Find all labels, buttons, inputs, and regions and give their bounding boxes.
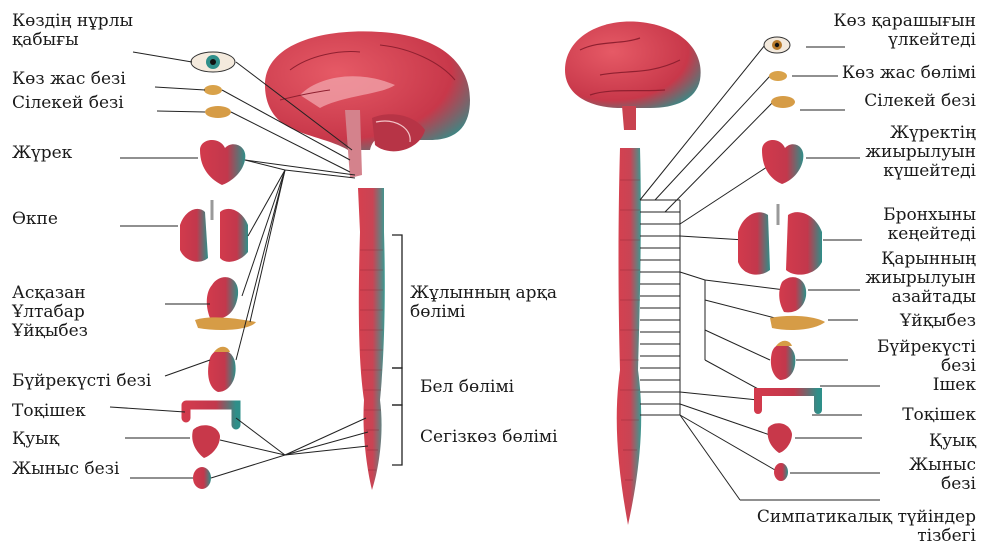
right-salivary-gland-icon — [771, 96, 795, 108]
right-gonad-icon — [774, 463, 788, 481]
label-iris: Көздің нұрлы қабығы — [12, 12, 133, 50]
right-lungs-icon — [738, 204, 822, 275]
right-eye-icon — [764, 37, 790, 53]
label-lacrimal-gland-left: Көз жас безі — [12, 70, 126, 89]
left-eye-icon — [191, 52, 235, 72]
label-lungs-left: Өкпе — [12, 210, 58, 229]
label-colon-left: Тоқішек — [12, 402, 86, 421]
spine-brackets — [392, 235, 402, 465]
label-heart-left: Жүрек — [12, 144, 72, 163]
left-lungs-icon — [180, 200, 248, 262]
left-gonad-icon — [193, 467, 211, 489]
label-lacrimal-right: Көз жас бөлімі — [842, 64, 976, 83]
label-sacral-section: Сегізкөз бөлімі — [420, 428, 558, 447]
left-heart-icon — [200, 140, 245, 185]
right-brain-icon — [565, 21, 701, 130]
label-adrenal-right: Бүйрекүсті безі — [877, 338, 976, 376]
label-bronchi-right: Бронхыны кеңейтеді — [883, 206, 976, 244]
label-pupil-dilation: Көз қарашығын үлкейтеді — [833, 12, 976, 50]
label-intestine-right: Ішек — [933, 376, 976, 395]
label-thoracic-section: Жұлынның арқа бөлімі — [410, 284, 557, 322]
right-heart-icon — [762, 140, 803, 184]
right-kidney-icon — [771, 341, 795, 380]
label-heart-right: Жүректің жиырылуын күшейтеді — [865, 124, 976, 181]
label-stomach-group-left: Асқазан Ұлтабар Ұйқыбез — [12, 284, 88, 341]
right-spinal-cord-icon — [617, 148, 641, 525]
right-pancreas-icon — [770, 316, 825, 330]
label-bladder-right: Қуық — [929, 432, 976, 451]
left-bladder-icon — [192, 425, 220, 458]
left-lacrimal-gland-icon — [204, 85, 222, 95]
label-stomach-right: Қарынның жиырылуын азайтады — [865, 250, 976, 307]
label-pancreas-right: Ұйқыбез — [900, 312, 976, 331]
right-lacrimal-gland-icon — [769, 71, 787, 81]
right-intestine-icon — [758, 392, 818, 430]
label-gonad-right: Жыныс безі — [909, 456, 976, 494]
label-lumbar-section: Бел бөлімі — [420, 378, 514, 397]
right-stomach-icon — [779, 277, 806, 312]
label-salivary-right: Сілекей безі — [864, 92, 976, 111]
left-leader-lines — [110, 52, 210, 478]
label-adrenal-left: Бүйрекүсті безі — [12, 372, 151, 391]
left-brain-icon — [265, 31, 470, 178]
label-bladder-left: Қуық — [12, 430, 59, 449]
left-spinal-cord-icon — [358, 188, 385, 490]
label-colon-right: Тоқішек — [902, 406, 976, 425]
label-salivary-gland-left: Сілекей безі — [12, 94, 124, 113]
label-sympathetic-chain: Симпатикалық түйіндер тізбегі — [757, 508, 976, 546]
right-bladder-icon — [768, 423, 792, 453]
left-kidney-icon — [208, 347, 236, 392]
left-salivary-gland-icon — [205, 106, 231, 118]
label-gonad-left: Жыныс безі — [12, 460, 119, 479]
left-intestine-icon — [186, 405, 236, 425]
